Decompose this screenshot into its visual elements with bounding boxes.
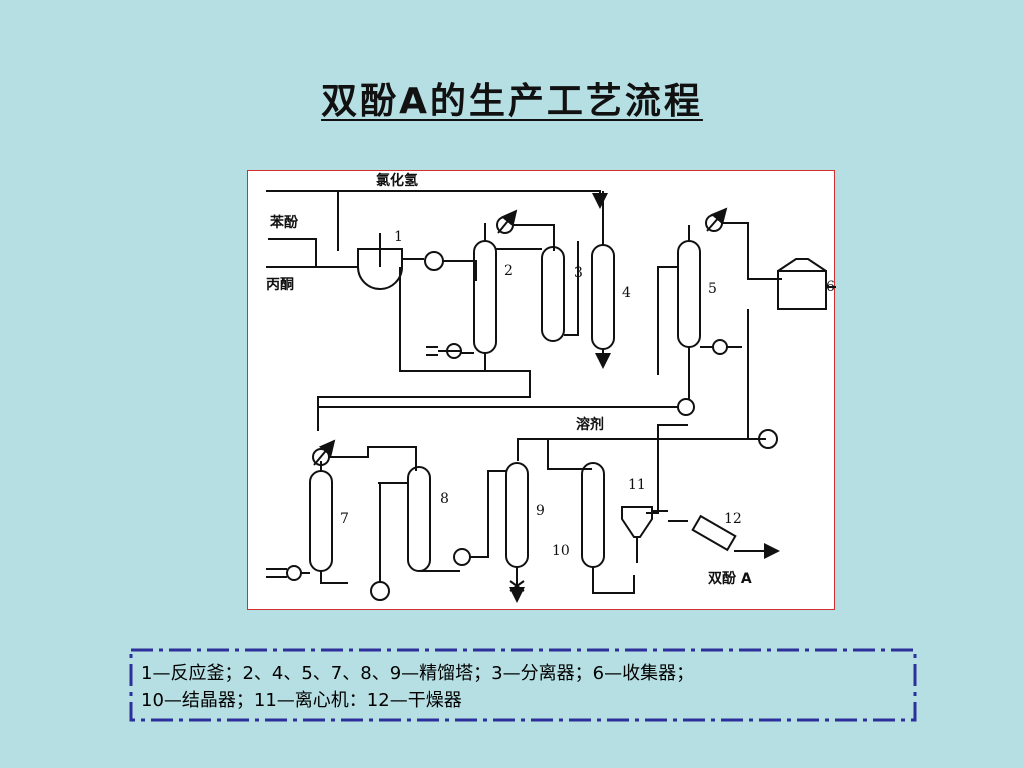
centrifuge-11 <box>621 506 653 538</box>
phenol-line <box>268 238 317 267</box>
hcl-line <box>266 190 608 209</box>
unit-label-2: 2 <box>504 263 513 279</box>
process-flow-diagram: 氯化氢 苯酚 丙酮 溶剂 双酚 A 1 2 3 4 5 6 7 8 9 10 1… <box>247 170 836 610</box>
legend-text: 1—反应釜；2、4、5、7、8、9—精馏塔；3—分离器；6—收集器； 10—结晶… <box>141 660 911 714</box>
column-8 <box>407 466 431 572</box>
legend-line-1: 1—反应釜；2、4、5、7、8、9—精馏塔；3—分离器；6—收集器； <box>141 663 695 684</box>
dryer-12 <box>691 514 737 552</box>
column-4 <box>591 244 615 350</box>
unit-label-9: 9 <box>536 503 545 519</box>
legend-border <box>129 648 917 722</box>
unit-label-3: 3 <box>574 265 583 281</box>
column-5 <box>677 240 701 348</box>
pump-reactor <box>424 251 444 271</box>
crystallizer-10 <box>581 462 605 568</box>
label-product: 双酚 A <box>708 571 752 587</box>
pump-solvent <box>758 429 778 449</box>
legend-box: 1—反应釜；2、4、5、7、8、9—精馏塔；3—分离器；6—收集器； 10—结晶… <box>129 648 917 722</box>
unit-label-5: 5 <box>708 281 717 297</box>
separator-3 <box>541 246 565 342</box>
unit-label-10: 10 <box>552 543 570 559</box>
pump-8 <box>370 581 390 601</box>
column-7 <box>309 470 333 572</box>
legend-line-2: 10—结晶器；11—离心机：12—干燥器 <box>141 690 462 711</box>
unit-label-7: 7 <box>340 511 349 527</box>
unit-label-12: 12 <box>724 511 742 527</box>
unit-label-8: 8 <box>440 491 449 507</box>
unit-label-1: 1 <box>394 229 403 245</box>
label-hcl: 氯化氢 <box>376 172 418 189</box>
column-2 <box>473 240 497 354</box>
collector-6 <box>777 270 827 310</box>
unit-label-4: 4 <box>622 285 631 301</box>
unit-label-6: 6 <box>826 279 835 295</box>
unit-label-11: 11 <box>628 477 646 493</box>
reactor-1 <box>357 248 403 290</box>
pump-5 <box>677 398 695 416</box>
column-9 <box>505 462 529 568</box>
label-solvent: 溶剂 <box>576 416 604 433</box>
slide-title: 双酚A的生产工艺流程 <box>0 72 1024 124</box>
flow-diagram-svg: 氯化氢 苯酚 丙酮 溶剂 双酚 A 1 2 3 4 5 6 7 8 9 10 1… <box>266 172 836 603</box>
label-acetone: 丙酮 <box>266 277 294 293</box>
slide-title-text: 双酚A的生产工艺流程 <box>321 81 703 122</box>
label-phenol: 苯酚 <box>269 214 299 231</box>
